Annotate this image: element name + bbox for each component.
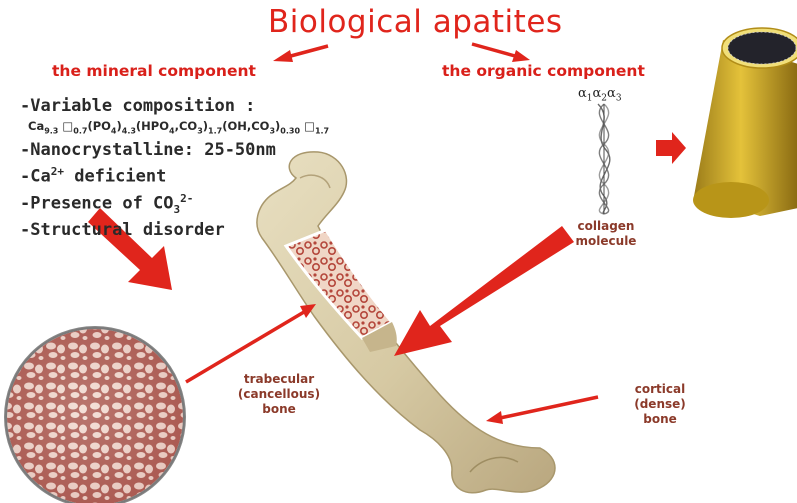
mineral-properties-list: -Variable composition : Ca9.3 □0.7(PO4)4… (20, 96, 329, 241)
carbonate-presence-item: -Presence of CO32- (20, 188, 329, 220)
apatite-formula: Ca9.3 □0.7(PO4)4.3(HPO4,CO3)1.7(OH,CO3)0… (20, 117, 329, 140)
diagram-title: Biological apatites (268, 4, 563, 40)
ca-deficient-item: -Ca2+ deficient (20, 161, 329, 188)
nanocrystalline-item: -Nanocrystalline: 25-50nm (20, 140, 329, 161)
trabecular-bone-label: trabecular (cancellous) bone (230, 372, 328, 417)
cortical-bone-label: cortical (dense) bone (620, 382, 700, 427)
collagen-molecule-label: collagen molecule (566, 219, 646, 249)
mineral-component-heading: the mineral component (52, 62, 256, 80)
trabecular-bone-circle (5, 327, 185, 503)
alpha-chain-labels: α1α2α3 (578, 86, 622, 104)
organic-component-heading: the organic component (442, 62, 645, 80)
structural-disorder-item: -Structural disorder (20, 220, 329, 241)
collagen-triple-helix (598, 104, 610, 214)
variable-composition-item: -Variable composition : (20, 96, 329, 117)
collagen-fibril-cylinder (693, 28, 797, 218)
